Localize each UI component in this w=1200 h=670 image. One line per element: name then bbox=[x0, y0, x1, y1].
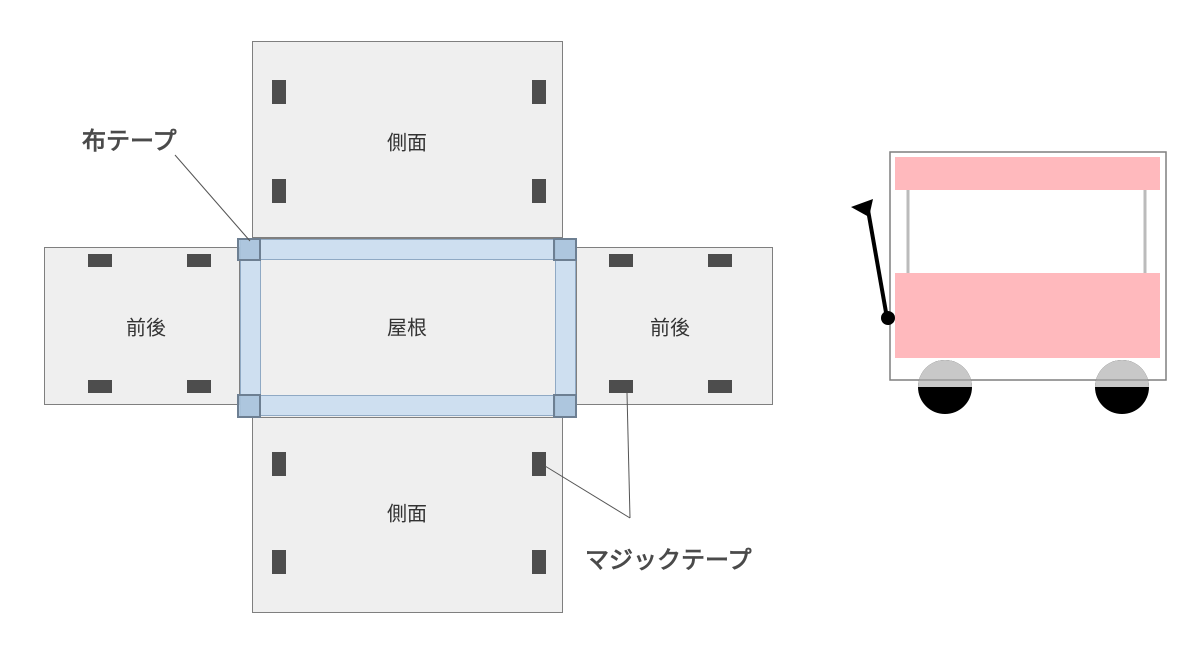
wagon-wheel-left bbox=[918, 360, 972, 414]
velcro-piece bbox=[532, 179, 546, 203]
front-back-left-label: 前後 bbox=[126, 315, 166, 340]
velcro-piece bbox=[88, 380, 112, 393]
velcro-piece bbox=[272, 179, 286, 203]
side-panel-top bbox=[252, 41, 563, 238]
roof-panel bbox=[240, 238, 577, 418]
cloth-tape-corner bbox=[553, 394, 577, 418]
wagon-handle-grip bbox=[851, 199, 873, 217]
velcro-piece bbox=[609, 380, 633, 393]
front-back-panel-left bbox=[44, 247, 240, 405]
wagon-handle bbox=[866, 209, 889, 319]
velcro-piece bbox=[88, 254, 112, 267]
cloth-tape-leader-line bbox=[174, 154, 251, 242]
velcro-piece bbox=[272, 452, 286, 476]
velcro-piece bbox=[708, 254, 732, 267]
wagon-roof bbox=[895, 157, 1160, 190]
velcro-leader-line bbox=[626, 392, 631, 519]
velcro-piece bbox=[708, 380, 732, 393]
side-top-label: 側面 bbox=[387, 130, 427, 155]
cloth-tape-corner bbox=[237, 238, 261, 261]
side-panel-bottom bbox=[252, 417, 563, 613]
cloth-tape-callout: 布テープ bbox=[82, 127, 177, 155]
wagon-wheel-right bbox=[1095, 360, 1149, 414]
cloth-tape-corner bbox=[553, 238, 577, 261]
velcro-piece bbox=[187, 380, 211, 393]
wagon-handle-joint bbox=[881, 311, 895, 325]
roof-label: 屋根 bbox=[387, 315, 427, 340]
front-back-right-label: 前後 bbox=[650, 315, 690, 340]
velcro-leader-line bbox=[544, 465, 631, 519]
velcro-piece bbox=[532, 452, 546, 476]
velcro-piece bbox=[272, 80, 286, 104]
velcro-piece bbox=[532, 550, 546, 574]
velcro-piece bbox=[609, 254, 633, 267]
front-back-panel-right bbox=[576, 247, 773, 405]
wagon-illustration bbox=[851, 151, 1167, 414]
velcro-callout: マジックテープ bbox=[585, 546, 752, 574]
velcro-piece bbox=[272, 550, 286, 574]
velcro-piece bbox=[532, 80, 546, 104]
wagon-basket bbox=[895, 273, 1160, 358]
side-bottom-label: 側面 bbox=[387, 501, 427, 526]
velcro-piece bbox=[187, 254, 211, 267]
cloth-tape-corner bbox=[237, 394, 261, 418]
